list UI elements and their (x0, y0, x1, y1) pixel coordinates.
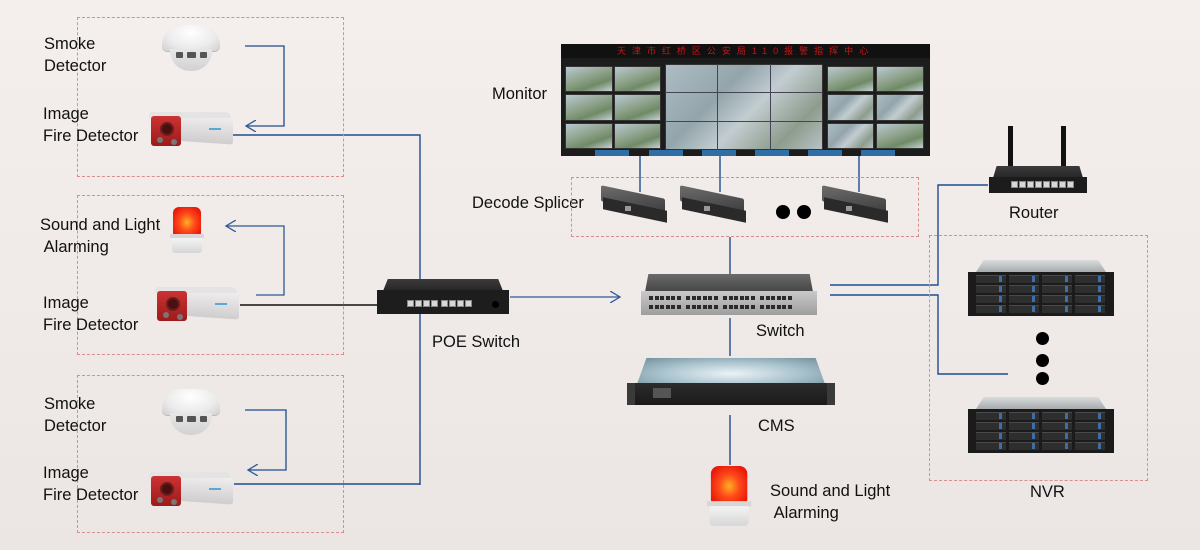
router-label: Router (1009, 204, 1059, 222)
monitor-label: Monitor (492, 85, 548, 103)
poe-switch-label: POE Switch (432, 333, 521, 351)
ellipsis-dot-icon (797, 205, 811, 219)
fire-camera-icon (149, 110, 235, 152)
decode-splicer-icon (822, 185, 892, 223)
poe-switch-icon (377, 279, 509, 315)
ellipsis-dot-icon (1036, 354, 1049, 367)
image-fire-detector-label: Image Fire Detector (43, 105, 139, 145)
detector-group-3 (77, 375, 344, 533)
decode-splicer-group (571, 177, 919, 237)
router-icon (989, 126, 1087, 196)
nvr-server-icon: (function(){ var n=document.currentScrip… (968, 260, 1114, 318)
smoke-detector-icon (158, 25, 224, 75)
ellipsis-dot-icon (1036, 372, 1049, 385)
decode-splicer-label: Decode Splicer (472, 194, 584, 212)
core-switch-icon: (function(){ var sw = document.currentSc… (641, 274, 817, 316)
alarm-beacon-icon (707, 466, 752, 526)
wire-smoke3-to-camera3 (245, 409, 287, 470)
decode-splicer-icon (680, 185, 750, 223)
decode-splicer-icon (601, 185, 671, 223)
ellipsis-dot-icon (1036, 332, 1049, 345)
sound-light-alarm-label: Sound and Light Alarming (40, 216, 161, 256)
smoke-detector-label: Smoke Detector (44, 395, 107, 435)
detector-group-1 (77, 17, 344, 177)
ellipsis-dot-icon (776, 205, 790, 219)
image-fire-detector-label: Image Fire Detector (43, 294, 139, 334)
wire-camera2-to-alarm (226, 226, 285, 296)
wire-smoke1-to-camera1 (245, 45, 285, 126)
switch-label: Switch (756, 322, 805, 340)
detector-group-2 (77, 195, 344, 355)
nvr-group (929, 235, 1148, 481)
alarm-beacon-icon (170, 207, 204, 253)
cms-server-icon (627, 358, 835, 414)
monitor-video-wall: 天津市红桥区公安局110报警指挥中心 (561, 44, 930, 156)
nvr-label: NVR (1030, 483, 1065, 501)
smoke-detector-icon (158, 389, 224, 439)
nvr-server-icon: (function(){ var n=document.currentScrip… (968, 397, 1114, 455)
fire-camera-icon (155, 285, 241, 327)
fire-camera-icon (149, 470, 235, 512)
sound-light-alarm-label: Sound and Light Alarming (770, 482, 891, 522)
smoke-detector-label: Smoke Detector (44, 35, 107, 75)
cms-label: CMS (758, 417, 795, 435)
wire-camera1-to-poe (229, 134, 421, 485)
monitor-banner: 天津市红桥区公安局110报警指挥中心 (561, 44, 930, 58)
wire-switch-to-nvr (830, 294, 1008, 375)
image-fire-detector-label: Image Fire Detector (43, 464, 139, 504)
